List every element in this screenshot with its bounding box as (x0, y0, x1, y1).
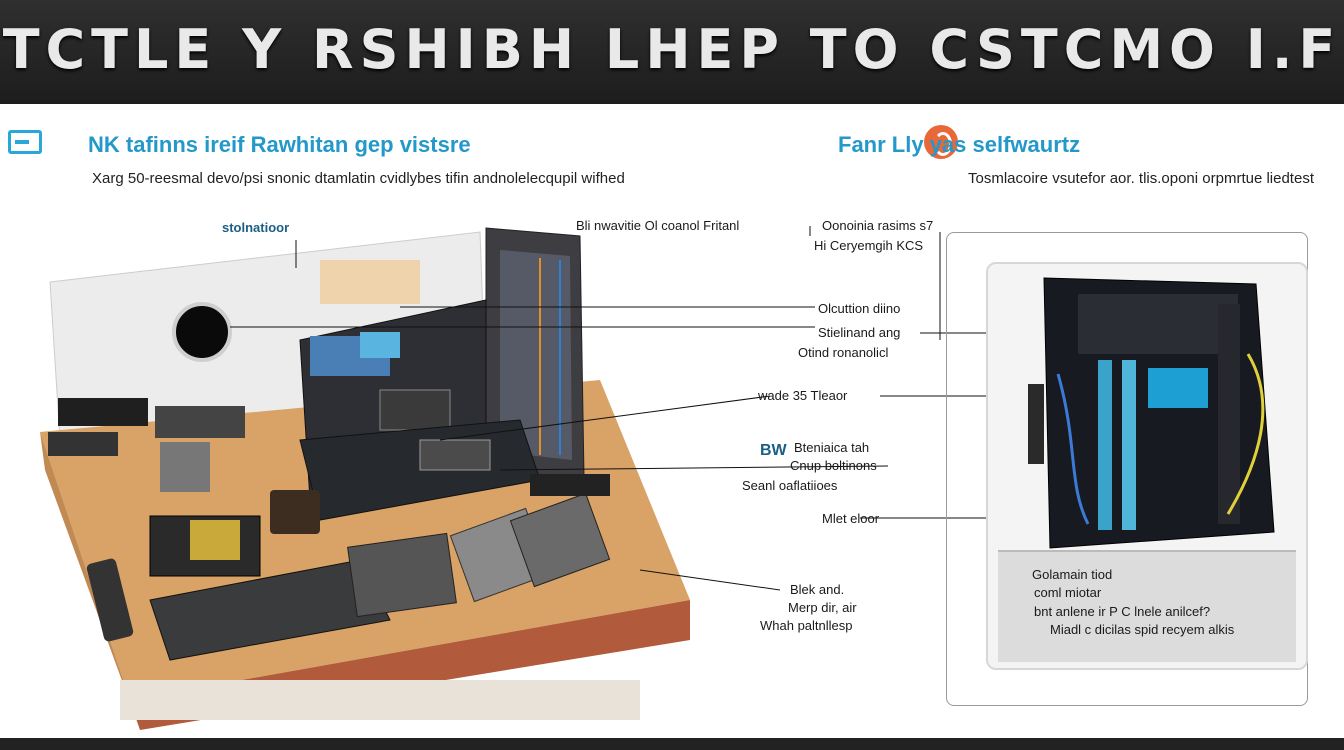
right-subtitle: Tosmlacoire vsutefor aor. tlis.oponi orp… (968, 170, 1314, 187)
label-callout-4: wade 35 Tleaor (758, 388, 848, 403)
label-top-mid: Bli nwavitie Ol coanol Fritanl (576, 218, 740, 233)
caption-box (998, 550, 1296, 662)
footer-bar (0, 738, 1344, 750)
badge-bw: BW (760, 442, 787, 459)
page-title: TCTLE Y RSHIBH LHEP TO CSTCMO I.F (2, 18, 1342, 81)
header-bar: TCTLE Y RSHIBH LHEP TO CSTCMO I.F (0, 0, 1344, 104)
monitor-icon (8, 130, 42, 154)
label-panel-1: Golamain tiod (1032, 567, 1113, 582)
open-case-photo (1028, 277, 1275, 549)
label-panel-3: bnt anlene ir P C lnele anilcef? (1034, 604, 1211, 619)
label-panel-2: coml miotar (1034, 585, 1102, 600)
label-callout-7: Seanl oaflatiioes (742, 478, 838, 493)
label-callout-5: Bteniaica tah (794, 440, 870, 455)
right-heading: Fanr Lly yas selfwaurtz (838, 132, 1081, 157)
label-callout-2: Stielinand ang (818, 325, 901, 340)
label-top-left: stolnatioor (222, 220, 290, 235)
label-callout-11: Whah paltnllesp (760, 618, 853, 633)
label-callout-1: Olcuttion diino (818, 301, 901, 316)
label-callout-9: Blek and. (790, 582, 845, 597)
left-heading: NK tafinns ireif Rawhitan gep vistsre (88, 132, 471, 157)
label-top-right-1: Oonoinia rasims s7 (822, 218, 934, 233)
power-icon (924, 125, 958, 159)
label-top-right-2: Hi Ceryemgih KCS (814, 238, 924, 253)
left-subtitle: Xarg 50-reesmal devo/psi snonic dtamlati… (92, 170, 625, 187)
label-callout-6: Cnup boltinons (790, 458, 877, 473)
label-callout-3: Otind ronanolicl (798, 345, 889, 360)
label-panel-4: Miadl c dicilas spid recyem alkis (1050, 622, 1235, 637)
label-callout-10: Merp dir, air (788, 600, 857, 615)
label-callout-8: Mlet eloor (822, 511, 880, 526)
